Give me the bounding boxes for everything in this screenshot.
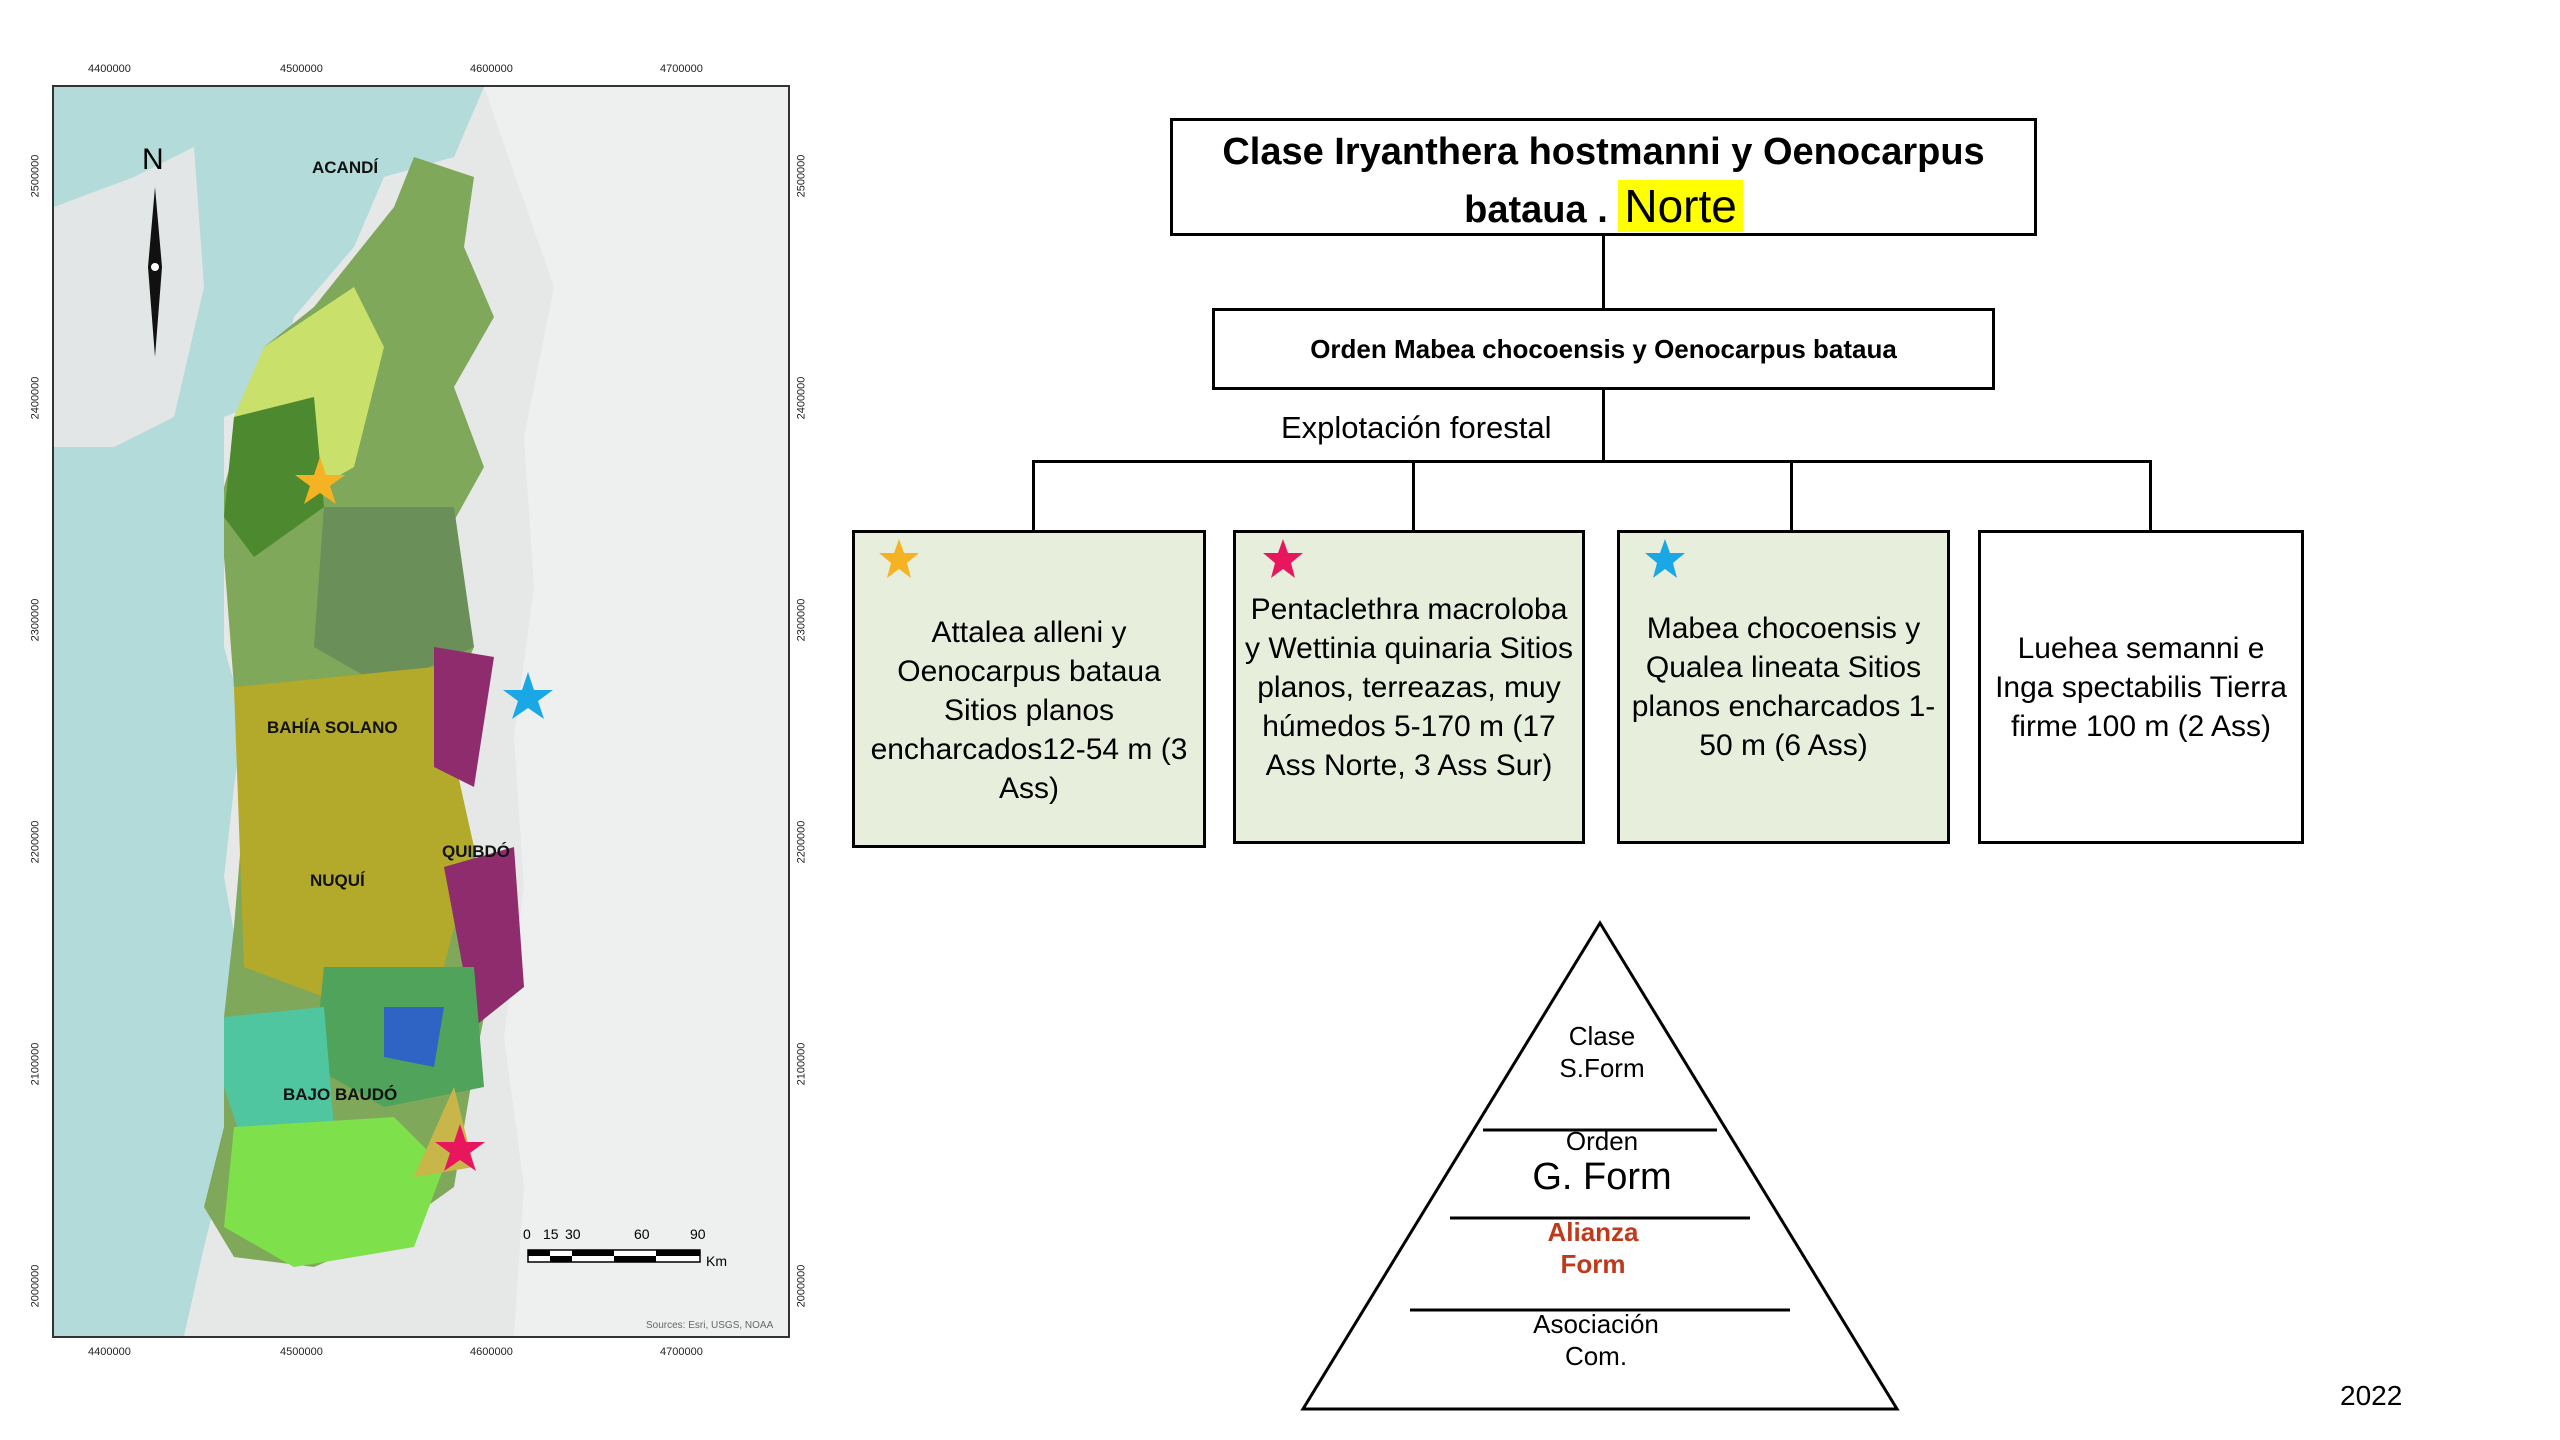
- class-region-highlight: Norte: [1618, 180, 1743, 232]
- scale-label: 15: [543, 1226, 559, 1242]
- yellow-star-marker: [295, 457, 345, 504]
- association-text: Luehea semanni e Inga spectabilis Tierra…: [1995, 631, 2287, 743]
- association-text: Attalea alleni y Oenocarpus bataua Sitio…: [870, 615, 1188, 805]
- vegetation-blue: [384, 1007, 444, 1067]
- pyramid-level-text: Alianza: [1547, 1217, 1639, 1247]
- y-tick-right: 2400000: [795, 376, 808, 420]
- pyramid-level-text: G. Form: [1532, 1156, 1672, 1198]
- association-box: Luehea semanni e Inga spectabilis Tierra…: [1978, 530, 2304, 844]
- pyramid-level-text: Orden: [1565, 1126, 1639, 1156]
- association-box: Attalea alleni y Oenocarpus bataua Sitio…: [852, 530, 1206, 848]
- pink-star-marker: [435, 1124, 485, 1171]
- order-box: Orden Mabea chocoensis y Oenocarpus bata…: [1212, 308, 1995, 390]
- mountain-relief: [484, 87, 788, 1336]
- association-text: Mabea chocoensis y Qualea lineata Sitios…: [1631, 612, 1936, 762]
- pyramid-level-association: Asociación Com.: [1446, 1308, 1746, 1372]
- y-tick-right: 2200000: [795, 820, 808, 864]
- x-tick-bottom: 4600000: [470, 1346, 513, 1358]
- vegetation-mid: [314, 507, 474, 687]
- pyramid-level-text: Asociación: [1533, 1309, 1659, 1339]
- connector-line: [1602, 390, 1605, 462]
- pyramid-level-order: Orden G. Form: [1452, 1126, 1752, 1198]
- x-tick-bottom: 4500000: [280, 1346, 323, 1358]
- vegetation-teal: [224, 1007, 334, 1147]
- x-tick-top: 4400000: [88, 63, 131, 75]
- y-tick-left: 2300000: [29, 598, 42, 642]
- y-tick-right: 2500000: [795, 154, 808, 198]
- class-box: Clase Iryanthera hostmanni y Oenocarpus …: [1170, 118, 2037, 236]
- pyramid-level-text: S.Form: [1559, 1053, 1645, 1083]
- pyramid-level-class: Clase S.Form: [1452, 1020, 1752, 1084]
- north-label: N: [142, 143, 164, 176]
- map-graphic: [54, 87, 788, 1336]
- connector-line: [1602, 236, 1605, 308]
- blue-star-icon: [1645, 539, 1685, 578]
- scale-label: 90: [690, 1226, 706, 1242]
- pyramid-level-text: Clase: [1568, 1021, 1636, 1051]
- scale-label: 30: [565, 1226, 581, 1242]
- branch-drop: [1412, 460, 1415, 532]
- place-label: BAJO BAUDÓ: [283, 1085, 398, 1104]
- y-tick-left: 2400000: [29, 376, 42, 420]
- y-tick-left: 2200000: [29, 820, 42, 864]
- association-box: Mabea chocoensis y Qualea lineata Sitios…: [1617, 530, 1950, 844]
- y-tick-right: 2000000: [795, 1264, 808, 1308]
- scale-unit: Km: [706, 1253, 727, 1269]
- y-tick-left: 2500000: [29, 154, 42, 198]
- class-title: Clase Iryanthera hostmanni y Oenocarpus …: [1222, 131, 1985, 231]
- pyramid-level-text: Com.: [1564, 1341, 1628, 1371]
- land-peninsula: [54, 147, 204, 447]
- map-sources: Sources: Esri, USGS, NOAA: [646, 1320, 774, 1331]
- y-tick-right: 2300000: [795, 598, 808, 642]
- pyramid-level-alliance: Alianza Form: [1443, 1216, 1743, 1280]
- vegetation-olive: [234, 667, 474, 997]
- y-tick-left: 2000000: [29, 1264, 42, 1308]
- place-label: ACANDÍ: [312, 158, 379, 177]
- branch-drop: [1790, 460, 1793, 532]
- north-arrow-center: [149, 261, 161, 273]
- vegetation-purple: [434, 647, 494, 787]
- pink-star-icon: [1263, 539, 1303, 578]
- vegetation-bright-south: [224, 1117, 444, 1267]
- blue-star-marker: [503, 672, 553, 719]
- vegetation-purple-2: [444, 847, 524, 1027]
- x-tick-bottom: 4700000: [660, 1346, 703, 1358]
- yellow-star-icon: [879, 539, 919, 578]
- branch-drop: [2149, 460, 2152, 532]
- scale-label: 60: [634, 1226, 650, 1242]
- scale-label: 0: [523, 1226, 531, 1242]
- pyramid-shape: [1300, 920, 1900, 1411]
- map-image: N ACANDÍ BAHÍA SOLANO NUQUÍ QUIBDÓ BAJO …: [52, 85, 790, 1338]
- association-text: Pentaclethra macroloba y Wettinia quinar…: [1245, 592, 1573, 782]
- association-box: Pentaclethra macroloba y Wettinia quinar…: [1233, 530, 1585, 844]
- scale-bar: [527, 1249, 701, 1263]
- place-label: QUIBDÓ: [442, 842, 510, 861]
- y-tick-right: 2100000: [795, 1042, 808, 1086]
- y-tick-left: 2100000: [29, 1042, 42, 1086]
- x-tick-top: 4700000: [660, 63, 703, 75]
- x-tick-top: 4500000: [280, 63, 323, 75]
- pyramid-level-text: Form: [1560, 1249, 1626, 1279]
- year-label: 2022: [2340, 1380, 2403, 1411]
- branch-drop: [1032, 460, 1035, 532]
- vegetation-dark-north: [224, 397, 324, 557]
- place-label: NUQUÍ: [310, 871, 365, 890]
- edge-label: Explotación forestal: [1281, 410, 1552, 445]
- branch-line: [1032, 460, 2152, 463]
- x-tick-bottom: 4400000: [88, 1346, 131, 1358]
- place-label: BAHÍA SOLANO: [267, 718, 398, 737]
- x-tick-top: 4600000: [470, 63, 513, 75]
